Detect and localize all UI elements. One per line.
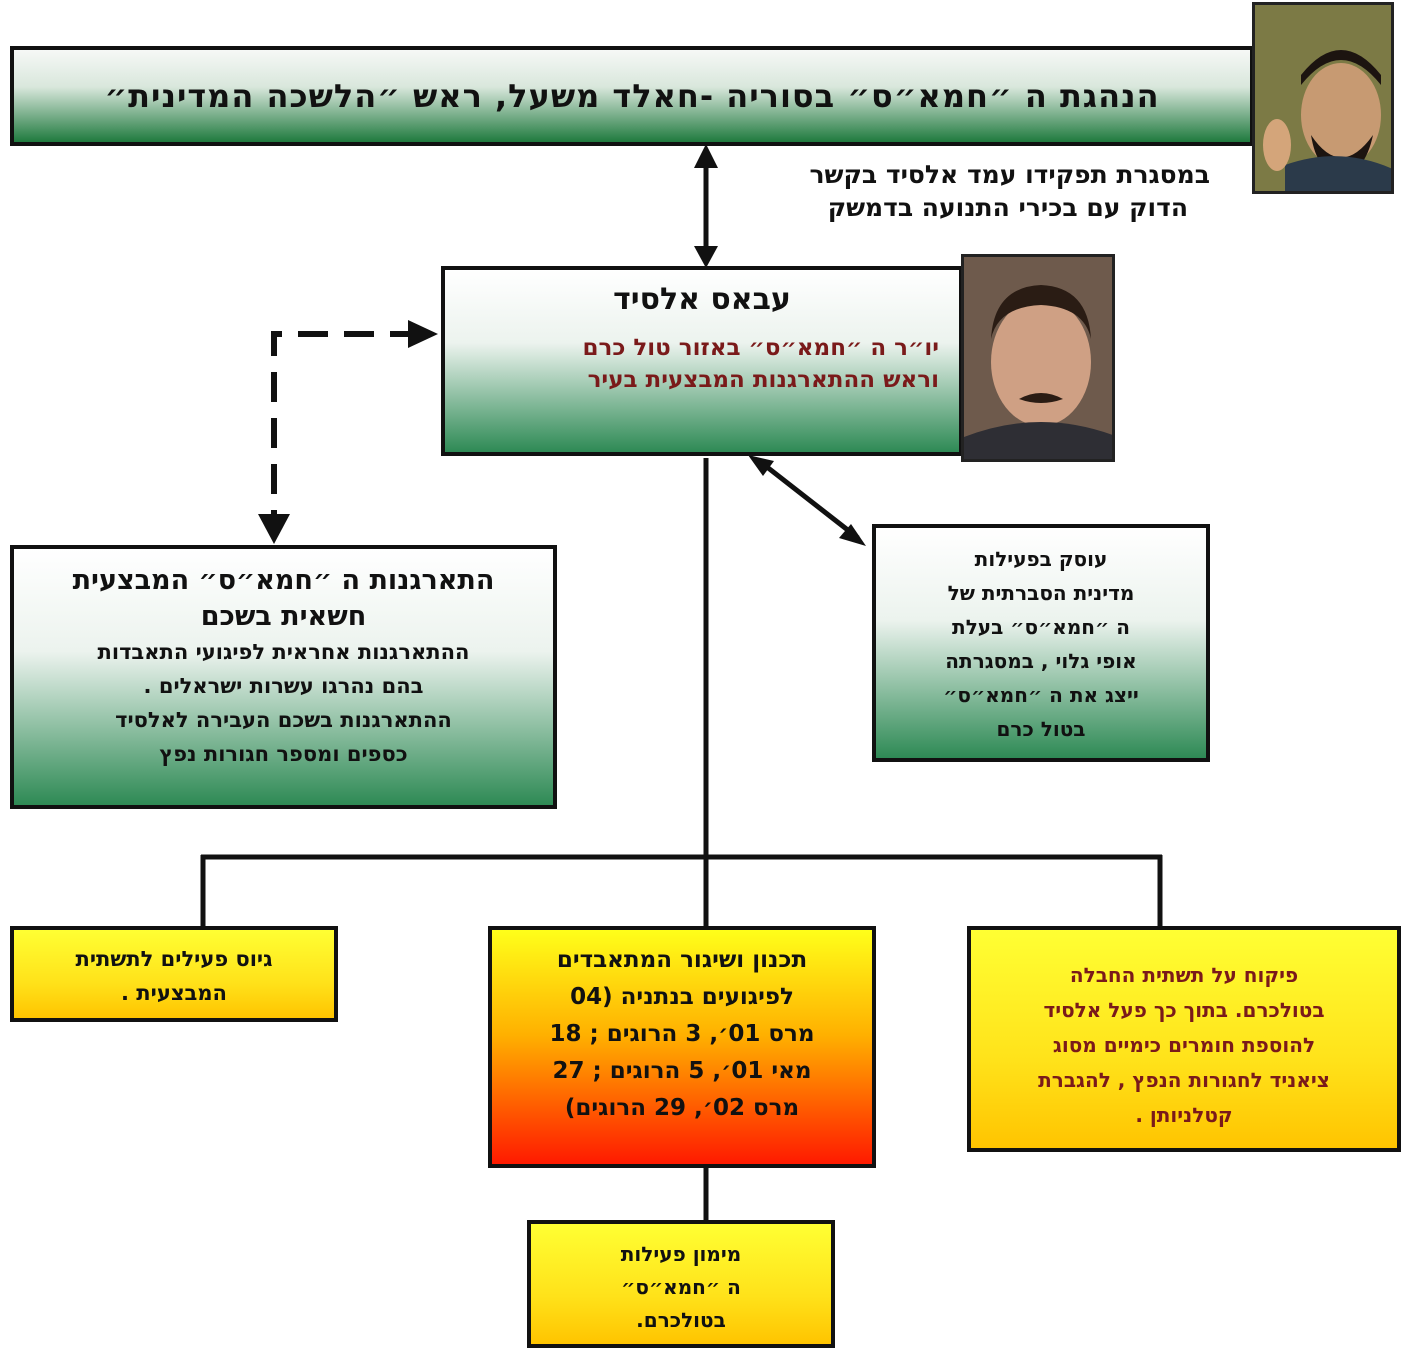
bottom-right-line-1: פיקוח על תשתית החבלה — [1069, 963, 1299, 987]
left-body-2: בהם נהרגו עשרות ישראלים . — [143, 674, 424, 698]
bottom-center-box: תכנון ושיגור המתאבדים לפיגועים בנתניה (0… — [488, 926, 876, 1168]
link-note-line-2: הדוק עם בכירי התנועה בדמשק — [827, 193, 1188, 222]
left-body-3: ההתארגנות בשכם העבירה לאלסיד — [115, 708, 452, 732]
left-title-1: התארגנות ה ״חמא״ס״ המבצעית — [72, 565, 495, 596]
arrow-center-right — [756, 458, 860, 540]
bottom-center-line-4: מאי 01׳, 5 הרוגים ; 27 — [552, 1058, 812, 1084]
bottom-right-line-3: להוספת חומרים כימיים מסוג — [1052, 1033, 1316, 1057]
left-title-2: חשאית בשכם — [200, 601, 367, 632]
center-line-1: יו״ר ה ״חמא״ס״ באזור טול כרם — [582, 335, 939, 361]
center-box: עבאס אלסיד יו״ר ה ״חמא״ס״ באזור טול כרם … — [441, 266, 963, 456]
left-body-4: כספים ומספר חגורות נפץ — [159, 742, 408, 766]
bottom-right-line-2: בטולכרם. בתוך כך פעל אלסיד — [1043, 998, 1325, 1022]
arrowhead-diag-down — [839, 524, 866, 546]
bottom-sub-line-1: מימון פעילות — [620, 1242, 742, 1266]
bottom-sub-line-3: בטולכרם. — [636, 1308, 726, 1332]
bottom-left-line-2: המבצעית . — [121, 981, 227, 1005]
link-note: במסגרת תפקידו עמד אלסיד בקשר הדוק עם בכי… — [744, 158, 1211, 224]
header-title: הנהגת ה ״חמא״ס״ בסוריה -חאלד משעל, ראש ״… — [104, 77, 1160, 115]
right-line-4: אופי גלוי , במסגרתה — [945, 649, 1137, 673]
bottom-right-line-5: קטלניותן . — [1135, 1103, 1233, 1127]
left-box: התארגנות ה ״חמא״ס״ המבצעית חשאית בשכם הה… — [10, 545, 557, 809]
right-line-1: עוסק בפעילות — [974, 547, 1108, 571]
bottom-center-line-1: תכנון ושיגור המתאבדים — [556, 947, 808, 973]
portrait-center-icon — [964, 257, 1112, 459]
right-line-2: מדינית הסברתית של — [947, 581, 1135, 605]
bottom-left-box: גיוס פעילים לתשתית המבצעית . — [10, 926, 338, 1022]
center-line-2: וראש ההתארגנות המבצעית בעיר — [587, 367, 939, 393]
center-name: עבאס אלסיד — [613, 282, 791, 317]
arrowhead-down-dashed — [258, 514, 290, 544]
header-bar: הנהגת ה ״חמא״ס״ בסוריה -חאלד משעל, ראש ״… — [10, 46, 1254, 146]
bottom-sub-box: מימון פעילות ה ״חמא״ס״ בטולכרם. — [527, 1220, 835, 1348]
portrait-leader — [1252, 2, 1394, 194]
arrowhead-diag-up — [748, 455, 774, 476]
arrowhead-up — [694, 144, 718, 168]
bottom-left-line-1: גיוס פעילים לתשתית — [75, 947, 273, 971]
right-box: עוסק בפעילות מדינית הסברתית של ה ״חמא״ס״… — [872, 524, 1210, 762]
arrowhead-right-dashed — [408, 320, 438, 348]
bottom-center-line-5: מרס 02׳, 29 הרוגים) — [564, 1095, 800, 1121]
bottom-sub-line-2: ה ״חמא״ס״ — [621, 1275, 741, 1299]
right-line-5: ייצג את ה ״חמא״ס״ — [943, 683, 1139, 707]
portrait-center — [961, 254, 1115, 462]
bottom-center-line-2: לפיגועים בנתניה (04 — [570, 984, 794, 1010]
bottom-center-line-3: מרס 01׳, 3 הרוגים ; 18 — [549, 1021, 815, 1047]
arrowhead-down — [694, 246, 718, 268]
bottom-right-box: פיקוח על תשתית החבלה בטולכרם. בתוך כך פע… — [967, 926, 1401, 1152]
left-body-1: ההתארגנות אחראית לפיגועי התאבדות — [97, 640, 470, 664]
portrait-leader-icon — [1255, 5, 1391, 191]
right-line-6: בטול כרם — [996, 717, 1086, 741]
bottom-right-line-4: ציאניד לחגורות הנפץ , להגברת — [1038, 1068, 1330, 1092]
dashed-link-left — [271, 331, 420, 520]
link-note-line-1: במסגרת תפקידו עמד אלסיד בקשר — [809, 160, 1211, 189]
right-line-3: ה ״חמא״ס״ בעלת — [952, 615, 1130, 639]
